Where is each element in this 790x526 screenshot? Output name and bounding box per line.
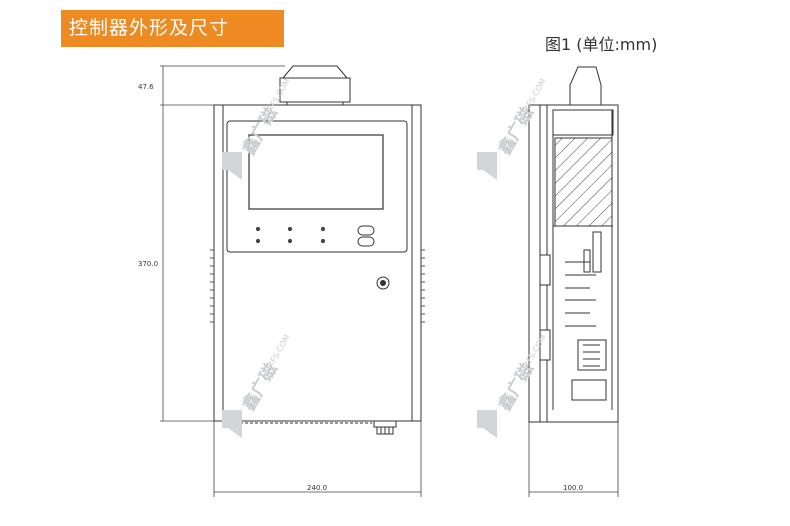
indicator-buttons [255,226,326,244]
dim-height: 370.0 [138,260,158,268]
figure-caption: 图1 (单位:mm) [545,35,658,54]
pcb-components [539,110,613,410]
key-buttons [357,225,375,247]
side-vents [210,249,425,323]
side-top-fitting [569,66,602,105]
top-fitting [279,65,351,107]
dim-width: 240.0 [307,484,327,492]
side-view [528,66,619,423]
display-screen [248,134,384,210]
watermark-logos [222,152,497,438]
front-view [210,65,425,435]
cable-gland [373,420,397,435]
hatched-section [554,137,613,227]
section-title: 控制器外形及尺寸 [61,10,284,47]
dimension-lines [160,65,422,497]
side-dimension-lines [528,422,619,497]
dim-top-offset: 47.6 [138,83,154,91]
lock-icon [376,276,390,290]
dim-depth: 100.0 [563,484,583,492]
